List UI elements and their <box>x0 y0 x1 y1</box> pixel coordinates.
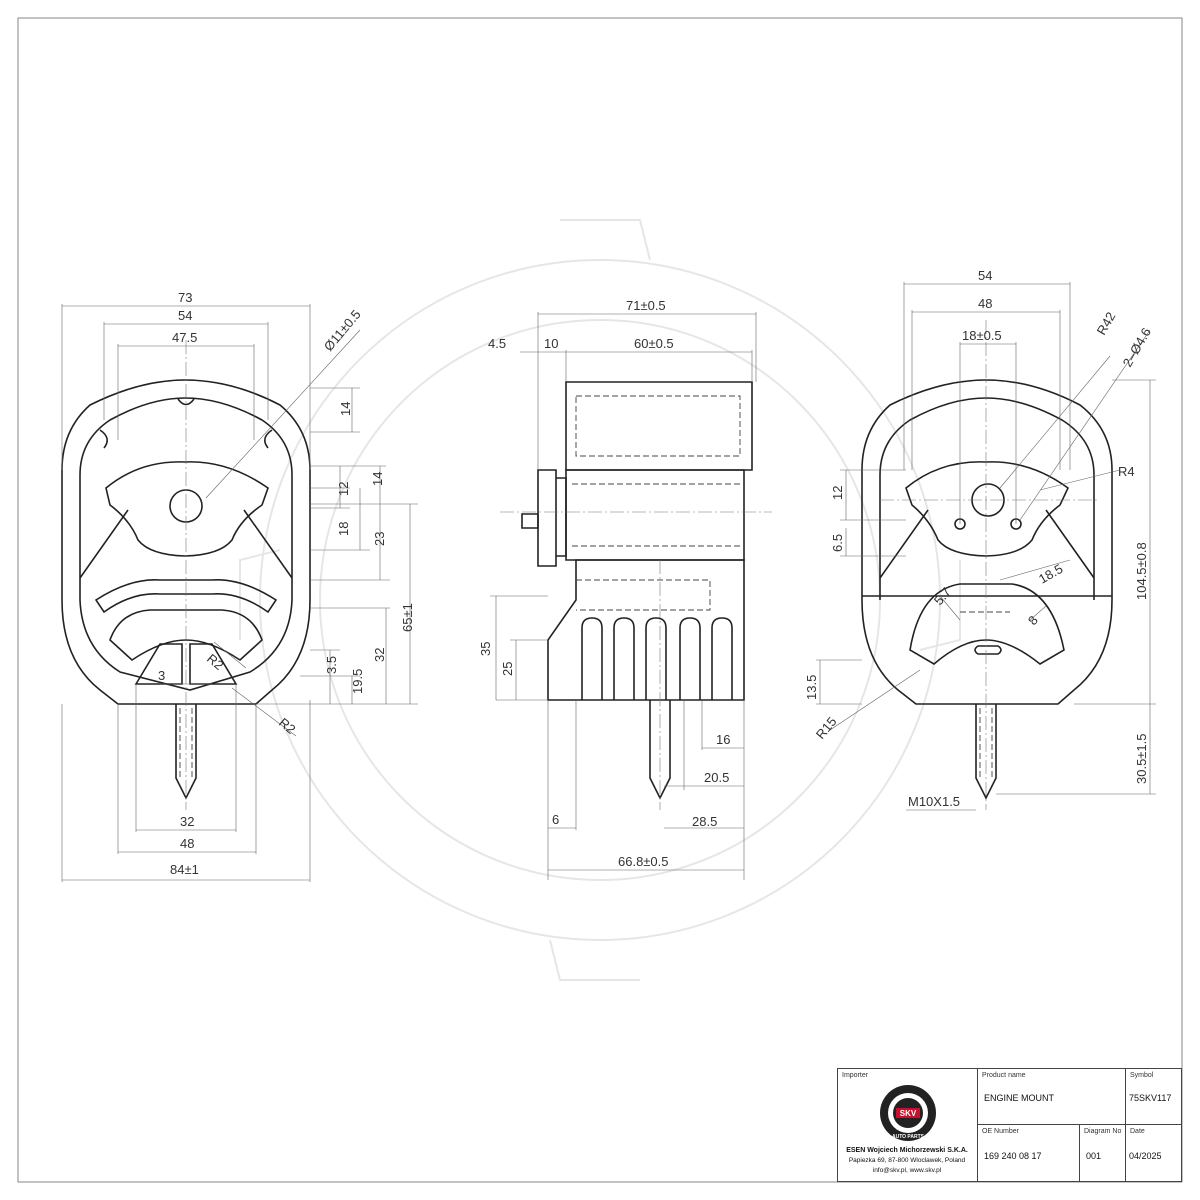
dim-back-r4: R4 <box>1118 464 1135 479</box>
date-value: 04/2025 <box>1129 1151 1162 1161</box>
front-lower-chevron <box>94 579 278 614</box>
dim-front-hole: Ø11±0.5 <box>321 307 364 354</box>
dim-back-5-7: 5.7 <box>931 584 954 607</box>
dim-side-10: 10 <box>544 336 558 351</box>
dim-front-32v: 32 <box>372 648 387 662</box>
dim-front-14b: 14 <box>370 472 385 486</box>
importer-cell: Importer SKV AUTO PARTS ESEN Wojciech Mi… <box>838 1069 978 1181</box>
symbol-label: Symbol <box>1130 1072 1154 1079</box>
front-outer-body <box>61 379 311 705</box>
dim-back-12: 12 <box>830 486 845 500</box>
dim-side-20-5: 20.5 <box>704 770 729 785</box>
dim-front-65: 65±1 <box>400 603 415 632</box>
side-top-housing <box>565 381 753 471</box>
dim-back-r42: R42 <box>1094 309 1119 337</box>
dim-back-13-5: 13.5 <box>804 675 819 700</box>
front-bracket <box>105 461 269 557</box>
symbol-value: 75SKV117 <box>1129 1093 1172 1103</box>
logo-text: SKV <box>900 1109 917 1118</box>
dim-side-16: 16 <box>716 732 730 747</box>
product-name-cell: Product name ENGINE MOUNT <box>978 1069 1126 1125</box>
dim-side-66-8: 66.8±0.5 <box>618 854 669 869</box>
back-bracket <box>905 461 1070 557</box>
front-side-notch-left <box>99 429 108 449</box>
dim-front-84: 84±1 <box>170 862 199 877</box>
symbol-cell: Symbol 75SKV117 <box>1126 1069 1181 1125</box>
dim-back-6-5: 6.5 <box>830 534 845 552</box>
company-address: Papiezka 69, 87-800 Wloclawek, Poland <box>848 1157 966 1164</box>
front-side-notch-right <box>264 429 273 449</box>
date-cell: Date 04/2025 <box>1126 1125 1181 1181</box>
dim-front-19-5: 19.5 <box>350 669 365 694</box>
side-ribs <box>581 617 733 700</box>
dim-front-47-5: 47.5 <box>172 330 197 345</box>
dim-back-30-5: 30.5±1.5 <box>1134 733 1149 784</box>
dim-front-r2b: R2 <box>276 715 298 737</box>
side-view: 71±0.5 4.5 10 60±0.5 35 25 16 20.5 6 28.… <box>478 298 772 880</box>
oe-number: 169 240 08 17 <box>984 1151 1042 1161</box>
back-lower-cavity <box>909 583 1065 665</box>
dim-side-4-5: 4.5 <box>488 336 506 351</box>
side-cylinder <box>565 469 745 561</box>
diagram-no-label: Diagram No <box>1084 1128 1122 1135</box>
back-arm-left <box>879 509 929 579</box>
dim-front-73: 73 <box>178 290 192 305</box>
dim-front-32: 32 <box>180 814 194 829</box>
dim-side-60: 60±0.5 <box>634 336 674 351</box>
side-front-flange <box>537 469 567 567</box>
importer-label: Importer <box>842 1072 869 1079</box>
logo-ring-text: AUTO PARTS <box>892 1134 925 1140</box>
dim-front-54: 54 <box>178 308 192 323</box>
dim-back-holes: 2–Ø4.6 <box>1120 325 1154 369</box>
front-lower-cavity <box>109 609 263 662</box>
dim-front-3: 3 <box>158 668 165 683</box>
dim-front-23: 23 <box>372 532 387 546</box>
date-label: Date <box>1130 1128 1145 1135</box>
sheet-border <box>17 17 1183 1183</box>
back-view: 54 48 18±0.5 R42 2–Ø4.6 12 6.5 R4 104.5±… <box>804 268 1156 811</box>
dim-side-25: 25 <box>500 662 515 676</box>
dim-front-14a: 14 <box>338 402 353 416</box>
title-block: Importer SKV AUTO PARTS ESEN Wojciech Mi… <box>837 1068 1182 1182</box>
dim-back-18-5: 18.5 <box>1036 561 1065 587</box>
dim-back-thread: M10X1.5 <box>908 794 960 809</box>
dim-side-71: 71±0.5 <box>626 298 666 313</box>
dim-back-18: 18±0.5 <box>962 328 1002 343</box>
dim-back-54: 54 <box>978 268 992 283</box>
dim-back-8: 8 <box>1025 613 1041 628</box>
dim-back-r15: R15 <box>813 714 840 742</box>
back-arm-right <box>1045 509 1095 579</box>
dim-side-35: 35 <box>478 642 493 656</box>
dim-front-48: 48 <box>180 836 194 851</box>
back-outer-body <box>861 379 1113 705</box>
side-pin <box>521 513 539 529</box>
dim-front-r2a: R2 <box>204 651 226 673</box>
front-top-notch <box>177 398 195 406</box>
dim-side-6: 6 <box>552 812 559 827</box>
diagram-no-cell: Diagram No 001 <box>1080 1125 1126 1181</box>
dim-front-12: 12 <box>336 482 351 496</box>
diagram-no: 001 <box>1086 1151 1102 1161</box>
oe-number-cell: OE Number 169 240 08 17 <box>978 1125 1080 1181</box>
back-slot <box>974 645 1002 655</box>
dim-back-104-5: 104.5±0.8 <box>1134 542 1149 600</box>
product-name: ENGINE MOUNT <box>984 1093 1055 1103</box>
dim-front-18: 18 <box>336 522 351 536</box>
product-name-label: Product name <box>982 1072 1026 1079</box>
front-inner-ring <box>79 397 293 691</box>
company-contact: info@skv.pl, www.skv.pl <box>872 1167 942 1174</box>
dim-side-28-5: 28.5 <box>692 814 717 829</box>
front-arm-right <box>243 509 293 579</box>
front-pocket-right <box>189 643 238 685</box>
back-stud <box>975 704 997 800</box>
oe-number-label: OE Number <box>982 1128 1019 1135</box>
company-name: ESEN Wojciech Michorzewski S.K.A. <box>846 1147 968 1154</box>
dim-back-48: 48 <box>978 296 992 311</box>
dim-front-3-5: 3.5 <box>324 656 339 674</box>
front-arm-left <box>79 509 129 579</box>
skv-logo-icon: SKV AUTO PARTS <box>880 1085 936 1141</box>
